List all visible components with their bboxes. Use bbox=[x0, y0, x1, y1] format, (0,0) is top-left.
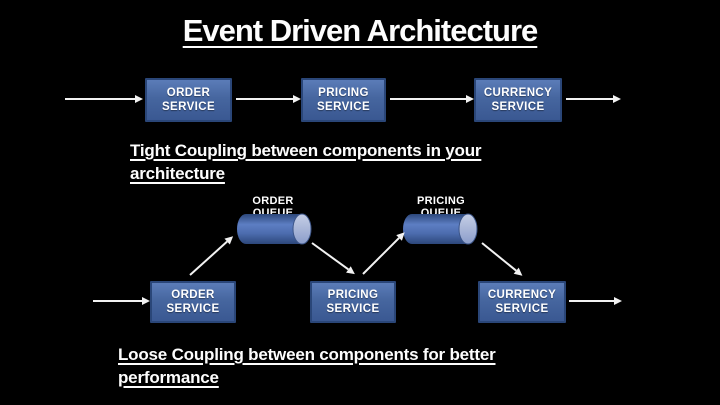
flow-arrow-pricing-currency-top bbox=[390, 98, 466, 100]
arrow-pricing-queue-to-currency-service bbox=[481, 242, 517, 272]
service-label-line: SERVICE bbox=[161, 101, 216, 113]
flow-arrow-in-bottom bbox=[93, 300, 142, 302]
service-label-line: PRICING bbox=[327, 289, 379, 301]
pricing-queue-cylinder bbox=[403, 213, 478, 245]
currency-service-box-top: CURRENCY SERVICE bbox=[474, 78, 562, 122]
flow-arrow-out-top bbox=[566, 98, 613, 100]
flow-arrow-in-top bbox=[65, 98, 135, 100]
pricing-service-box-top: PRICING SERVICE bbox=[301, 78, 386, 122]
service-label-line: CURRENCY bbox=[483, 87, 553, 99]
service-label-line: PRICING bbox=[318, 87, 369, 99]
order-service-box-bottom: ORDER SERVICE bbox=[150, 281, 236, 323]
service-label-line: ORDER bbox=[171, 289, 215, 301]
service-label-line: CURRENCY bbox=[487, 289, 557, 301]
flow-arrow-out-bottom bbox=[569, 300, 614, 302]
arrow-order-service-to-order-queue bbox=[189, 240, 228, 276]
arrow-order-queue-to-pricing-service bbox=[311, 242, 349, 271]
service-label-line: SERVICE bbox=[491, 101, 545, 113]
tight-coupling-caption: Tight Coupling between components in you… bbox=[130, 141, 482, 183]
pricing-service-box-bottom: PRICING SERVICE bbox=[310, 281, 396, 323]
service-label-line: SERVICE bbox=[316, 101, 371, 113]
service-label-line: SERVICE bbox=[166, 303, 220, 315]
service-label-line: SERVICE bbox=[495, 303, 549, 315]
order-service-box-top: ORDER SERVICE bbox=[145, 78, 232, 122]
order-queue-cylinder bbox=[237, 213, 312, 245]
arrow-pricing-service-to-pricing-queue bbox=[362, 237, 400, 275]
loose-coupling-caption: Loose Coupling between components for be… bbox=[118, 345, 496, 387]
currency-service-box-bottom: CURRENCY SERVICE bbox=[478, 281, 566, 323]
slide-title: Event Driven Architecture bbox=[182, 13, 539, 48]
service-label-line: SERVICE bbox=[326, 303, 380, 315]
flow-arrow-order-pricing-top bbox=[236, 98, 293, 100]
service-label-line: ORDER bbox=[166, 87, 211, 99]
